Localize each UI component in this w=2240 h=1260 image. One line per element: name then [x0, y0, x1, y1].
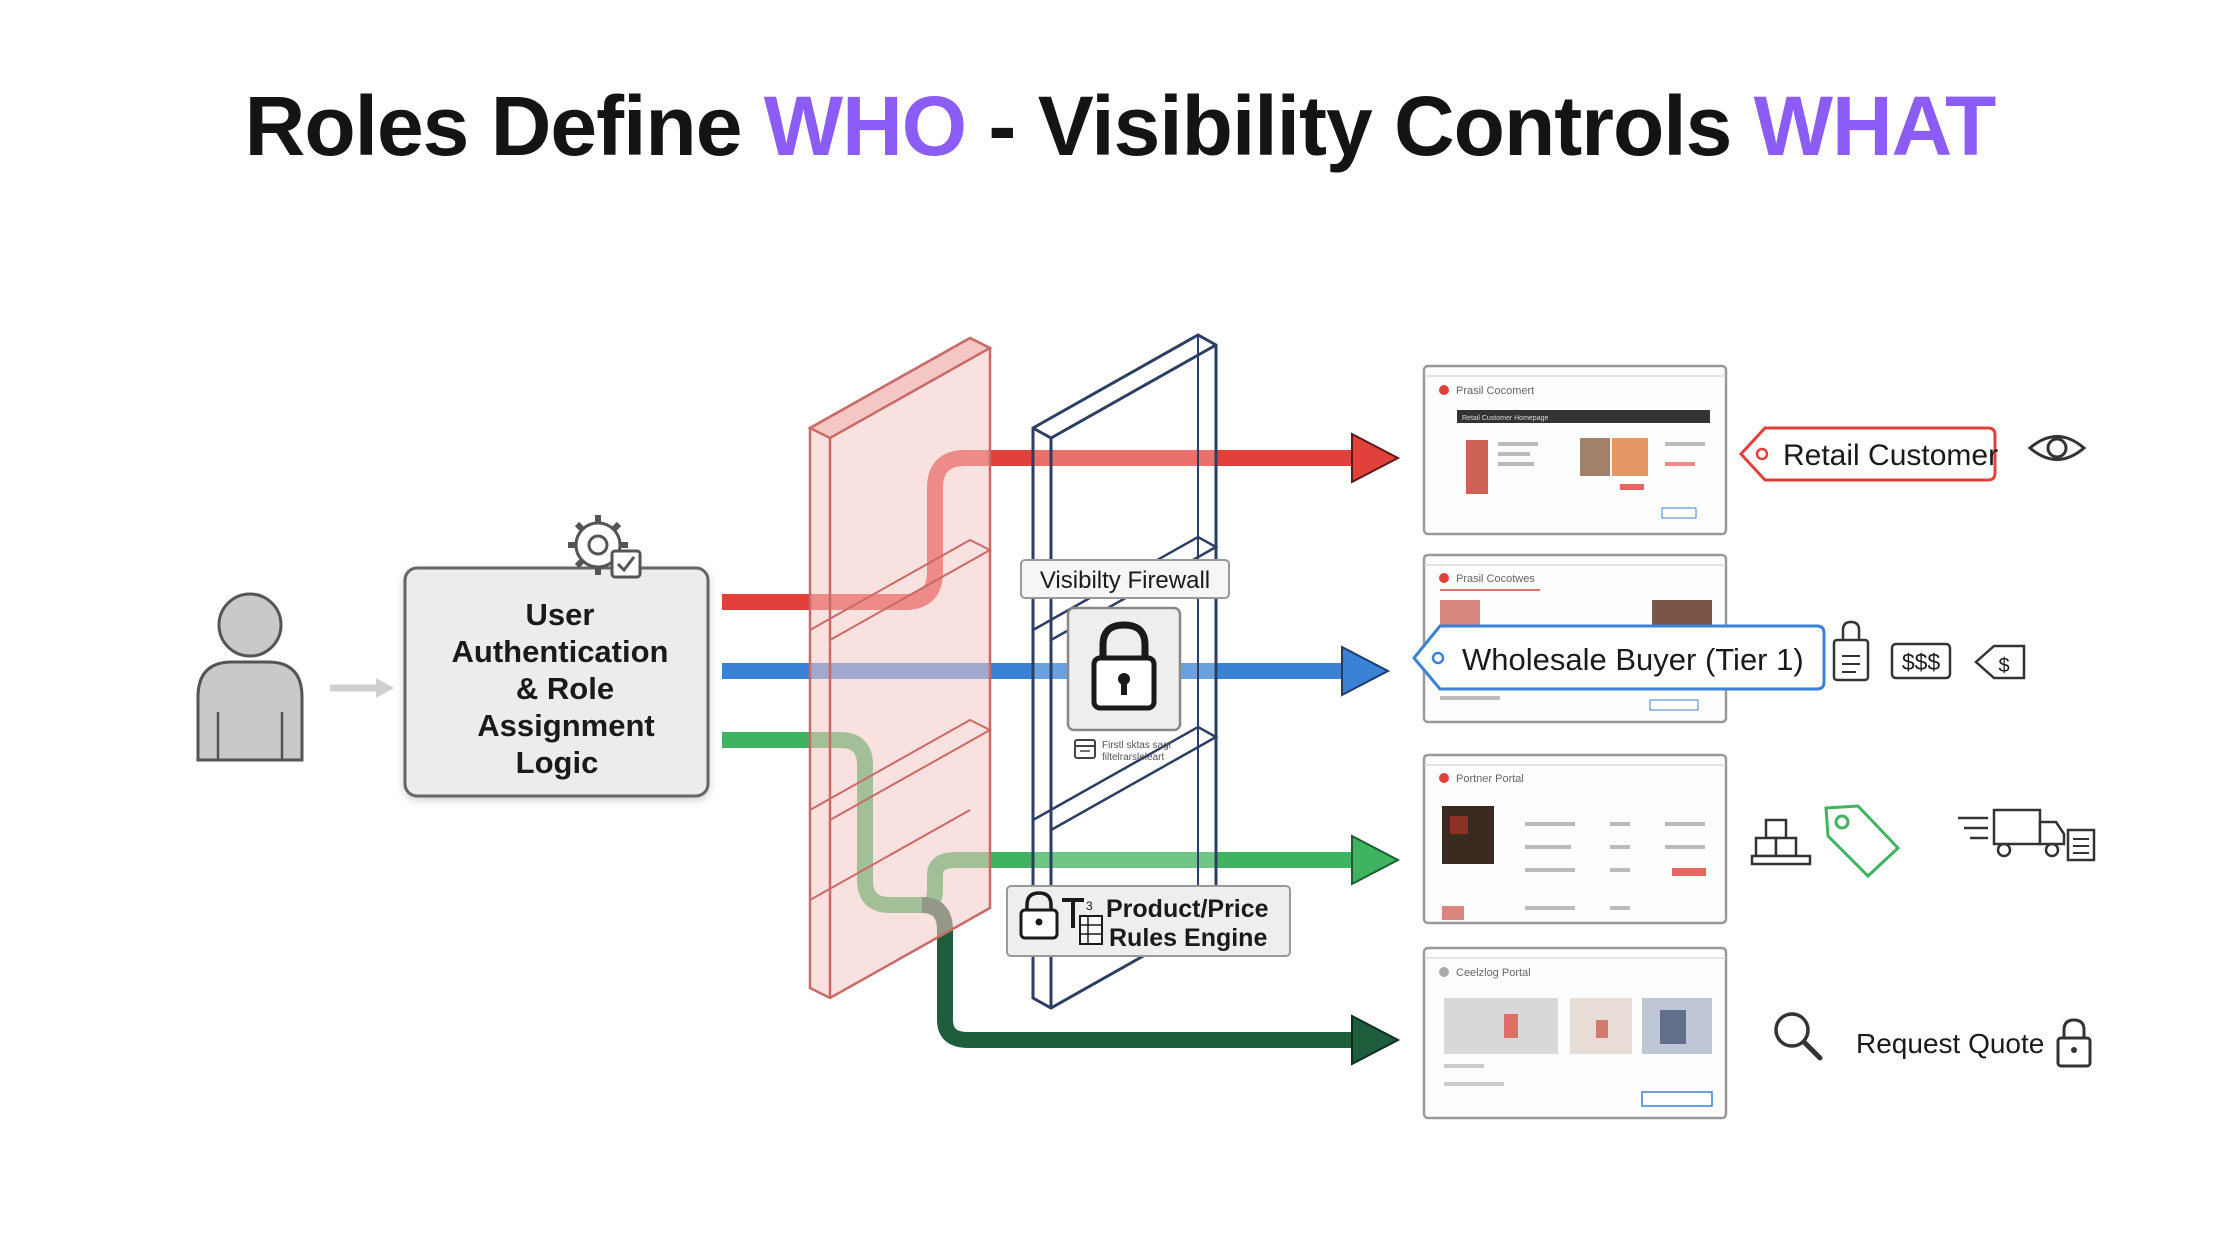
quote-padlock-icon: [2056, 1018, 2092, 1068]
portal-1-bar-text: Retail Customer Homepage: [1462, 415, 1548, 422]
eye-icon: [2027, 435, 2087, 461]
portal-1-title: Prasil Cocomert: [1456, 385, 1534, 397]
search-icon: [1774, 1012, 1823, 1061]
title-part-2: - Visibility Controls: [966, 79, 1754, 173]
price-badge: $$$: [1890, 642, 1952, 680]
portal-2-title: Prasil Cocotwes: [1456, 573, 1535, 585]
firewall-label-text: Visibilty Firewall: [1040, 567, 1210, 594]
boxes-icon: [1750, 818, 1812, 866]
visibility-panel-red: [807, 336, 993, 1000]
clipboard-lock-icon: [1832, 620, 1870, 682]
portal-catalog: Ceelzlog Portal: [1422, 946, 1728, 1120]
portal-4-title: Ceelzlog Portal: [1456, 967, 1531, 979]
calendar-icon: [1074, 739, 1096, 759]
dollar-tag-icon: $: [1974, 644, 2026, 680]
auth-line-4: Assignment: [477, 708, 654, 743]
request-quote-text: Request Quote: [1856, 1028, 2044, 1059]
rules-engine-line-1: Product/Price: [1106, 895, 1269, 923]
wholesale-buyer-tag: Wholesale Buyer (Tier 1): [1412, 624, 1826, 691]
portal-retail: Prasil Cocomert Retail Customer Homepage: [1422, 364, 1728, 536]
page-title: Roles Define WHO - Visibility Controls W…: [0, 78, 2240, 175]
document-icon: [2066, 828, 2096, 862]
svg-text:3: 3: [1086, 899, 1093, 913]
retail-customer-tag: Retail Customer: [1738, 426, 1998, 482]
rules-engine-box: Product/Price Rules Engine: [1006, 885, 1291, 957]
retail-customer-text: Retail Customer: [1783, 439, 1998, 472]
firewall-sub-text-1: Firstl sktas sagr: [1102, 740, 1173, 751]
auth-logic-box: User Authentication & Role Assignment Lo…: [403, 566, 710, 798]
auth-line-1: User: [526, 597, 595, 632]
delivery-truck-icon: [1958, 808, 2066, 858]
auth-line-2: Authentication: [452, 634, 669, 669]
title-accent-who: WHO: [763, 79, 967, 173]
portal-3-title: Portner Portal: [1456, 773, 1524, 785]
portal-partner: Portner Portal: [1422, 753, 1728, 925]
auth-line-3: & Role: [516, 671, 614, 706]
rules-engine-line-2: Rules Engine: [1109, 924, 1267, 952]
gear-check-icon: [568, 515, 642, 579]
firewall-sub-text-2: filtelrarsleleart: [1102, 752, 1164, 763]
user-icon: [196, 592, 304, 762]
price-badge-text: $$$: [1902, 649, 1941, 675]
price-tag-icon: [1824, 804, 1901, 879]
padlock-icon: [1019, 891, 1059, 940]
wholesale-buyer-text: Wholesale Buyer (Tier 1): [1462, 642, 1804, 677]
auth-line-5: Logic: [516, 745, 599, 780]
text-format-icon: 3: [1062, 898, 1093, 928]
title-accent-what: WHAT: [1753, 79, 1997, 173]
visibility-firewall-label: Visibilty Firewall: [1020, 559, 1230, 599]
flow-arrow-gray: [330, 678, 394, 698]
title-part-1: Roles Define: [244, 79, 764, 173]
table-icon: [1079, 915, 1103, 945]
lock-icon: [1066, 606, 1182, 732]
svg-text:$: $: [1998, 655, 2009, 677]
